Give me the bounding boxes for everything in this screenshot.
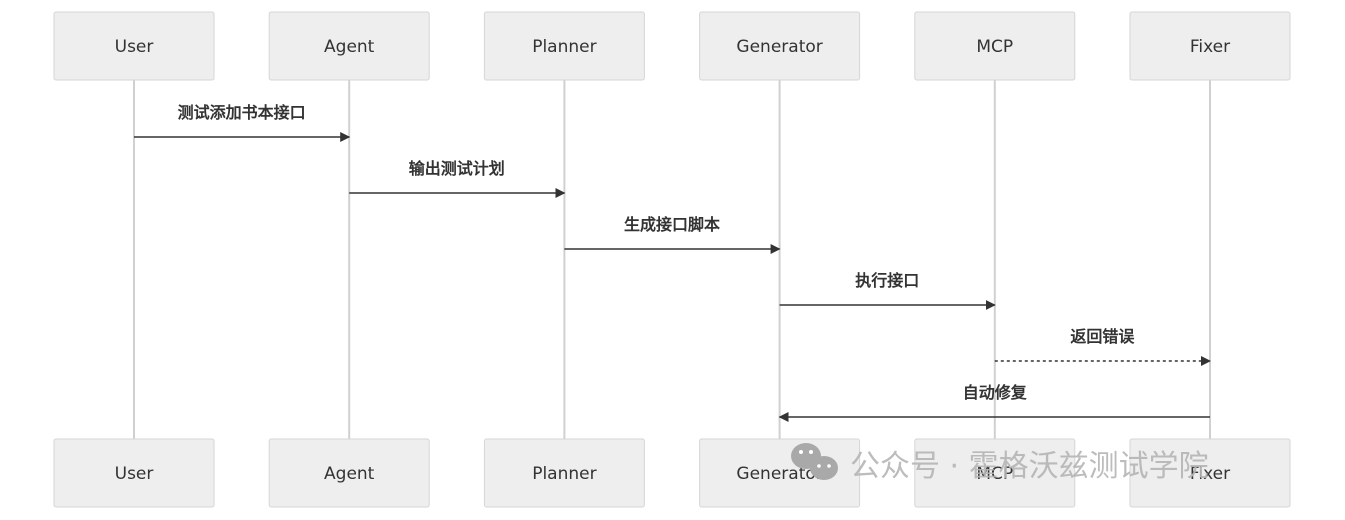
actor-agent-bottom: Agent — [268, 438, 430, 508]
actor-label: MCP — [976, 37, 1013, 57]
lifelines — [133, 80, 1211, 439]
actor-user-top: User — [53, 11, 215, 81]
watermark-text: 公众号 · 霍格沃兹测试学院 — [850, 449, 1209, 484]
actor-label: User — [115, 464, 154, 484]
actor-box-rect — [699, 11, 861, 81]
message-label: 执行接口 — [855, 271, 919, 290]
actor-label: User — [115, 37, 154, 57]
actor-label: Fixer — [1190, 37, 1230, 57]
actor-planner-bottom: Planner — [483, 438, 645, 508]
actor-fixer-bottom: Fixer — [1129, 438, 1291, 508]
message-label: 测试添加书本接口 — [178, 103, 306, 122]
actor-label: Fixer — [1190, 464, 1230, 484]
actor-label: Agent — [324, 464, 375, 484]
message-3: 生成接口脚本 — [564, 215, 781, 254]
actor-box-rect — [914, 11, 1076, 81]
actor-user-bottom: User — [53, 438, 215, 508]
actor-box-rect — [483, 11, 645, 81]
message-label: 生成接口脚本 — [624, 215, 720, 234]
actor-box-rect — [1129, 438, 1291, 508]
actor-label: Planner — [532, 37, 596, 57]
message-label: 自动修复 — [963, 383, 1028, 402]
actor-planner-top: Planner — [483, 11, 645, 81]
watermark: 公众号 · 霍格沃兹测试学院 — [791, 443, 1209, 484]
wechat-icon — [791, 443, 838, 480]
actor-generator-top: Generator — [699, 11, 861, 81]
actors-top: User Agent Planner Generator MCP Fixer — [53, 11, 1291, 81]
actor-box-rect — [53, 11, 215, 81]
actor-label: Planner — [532, 464, 596, 484]
actor-agent-top: Agent — [268, 11, 430, 81]
actor-fixer-top: Fixer — [1129, 11, 1291, 81]
message-4: 执行接口 — [779, 271, 996, 310]
actor-box-rect — [53, 438, 215, 508]
actor-mcp-bottom: MCP — [914, 438, 1076, 508]
message-2: 输出测试计划 — [349, 159, 566, 198]
actor-label: Generator — [736, 37, 822, 57]
actor-box-rect — [268, 11, 430, 81]
message-5: 返回错误 — [994, 327, 1211, 366]
actor-box-rect — [483, 438, 645, 508]
message-label: 返回错误 — [1070, 327, 1135, 346]
actor-mcp-top: MCP — [914, 11, 1076, 81]
actor-label: Generator — [736, 464, 822, 484]
actor-label: MCP — [976, 464, 1013, 484]
actor-box-rect — [268, 438, 430, 508]
actor-box-rect — [1129, 11, 1291, 81]
message-1: 测试添加书本接口 — [134, 103, 351, 142]
actor-box-rect — [914, 438, 1076, 508]
message-label: 输出测试计划 — [409, 159, 505, 178]
actor-label: Agent — [324, 37, 375, 57]
message-6: 自动修复 — [778, 383, 1210, 422]
